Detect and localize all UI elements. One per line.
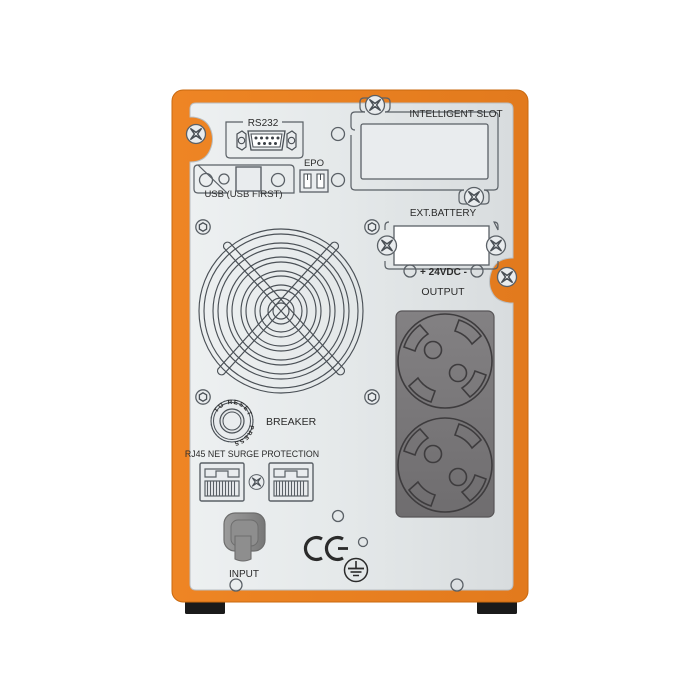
panel-vent-hole-4: [357, 536, 369, 548]
fan-screw-bottom-left: [195, 389, 211, 405]
intelligent-slot-screw-top: [364, 94, 386, 116]
rs232-pins: [254, 136, 280, 145]
ext-battery-screw-right: [485, 235, 507, 256]
chassis-screw-mid-right: [496, 266, 518, 288]
device-feet: [185, 601, 517, 614]
usb-vent-hole-1: [198, 172, 214, 188]
rj45-label: RJ45 NET SURGE PROTECTION: [185, 449, 319, 459]
fan-screw-top-left: [195, 219, 211, 235]
ground-symbol: [343, 557, 369, 583]
rj45-section: RJ45 NET SURGE PROTECTION: [185, 449, 319, 502]
breaker-knob[interactable]: TO RESET PRESS: [210, 399, 254, 446]
panel-vent-hole-6: [450, 578, 464, 592]
output-label: OUTPUT: [421, 286, 465, 298]
output-socket-block: [395, 310, 495, 518]
rj45-port-in[interactable]: [199, 462, 245, 502]
input-label: INPUT: [229, 569, 259, 580]
panel-vent-hole-1: [330, 126, 346, 142]
rj45-center-screw: [248, 474, 265, 490]
battery-voltage-label: + 24VDC -: [420, 267, 467, 278]
battery-terminal-positive: [403, 264, 417, 278]
ce-mark: [303, 535, 348, 562]
usb-vent-hole-2: [218, 173, 230, 185]
markings-section: [229, 509, 464, 592]
chassis-screw-top-left: [185, 123, 207, 145]
socket-housing: [395, 310, 495, 518]
foot-right: [477, 601, 517, 614]
ext-battery-label: EXT.BATTERY: [410, 208, 477, 219]
input-section: INPUT: [223, 512, 266, 580]
panel-vent-hole-2: [330, 172, 346, 188]
intelligent-slot-label: INTELLIGENT SLOT: [409, 109, 502, 120]
intelligent-slot-section: INTELLIGENT SLOT: [350, 94, 503, 208]
ext-battery-section: EXT.BATTERY + 24VDC -: [376, 208, 507, 278]
fan-grille: [195, 219, 380, 405]
battery-terminal-negative: [470, 264, 484, 278]
intelligent-slot-bay: [360, 123, 489, 180]
breaker-label: BREAKER: [266, 416, 317, 428]
epo-label: EPO: [304, 158, 324, 169]
usb-vent-hole-3: [270, 172, 286, 188]
foot-left: [185, 601, 225, 614]
usb-section: USB (USB FIRST): [193, 164, 295, 200]
fan-screw-top-right: [364, 219, 380, 235]
intelligent-slot-screw-bottom: [463, 186, 485, 208]
fan-screw-bottom-right: [364, 389, 380, 405]
epo-section: EPO: [299, 158, 329, 193]
breaker-section: TO RESET PRESS BREAKER: [210, 399, 317, 446]
rs232-section: RS232: [225, 118, 304, 159]
usb-type-b-port: [235, 166, 262, 192]
ext-battery-screw-left: [376, 235, 398, 256]
fan-cross-brace: [216, 241, 346, 376]
input-inlet-pin: [234, 535, 252, 562]
usb-label: USB (USB FIRST): [204, 189, 282, 200]
rs232-label: RS232: [248, 118, 279, 129]
panel-vent-hole-3: [331, 509, 345, 523]
panel-vent-hole-5: [229, 578, 243, 592]
rj45-port-out[interactable]: [268, 462, 314, 502]
ext-battery-connector: [393, 225, 490, 266]
